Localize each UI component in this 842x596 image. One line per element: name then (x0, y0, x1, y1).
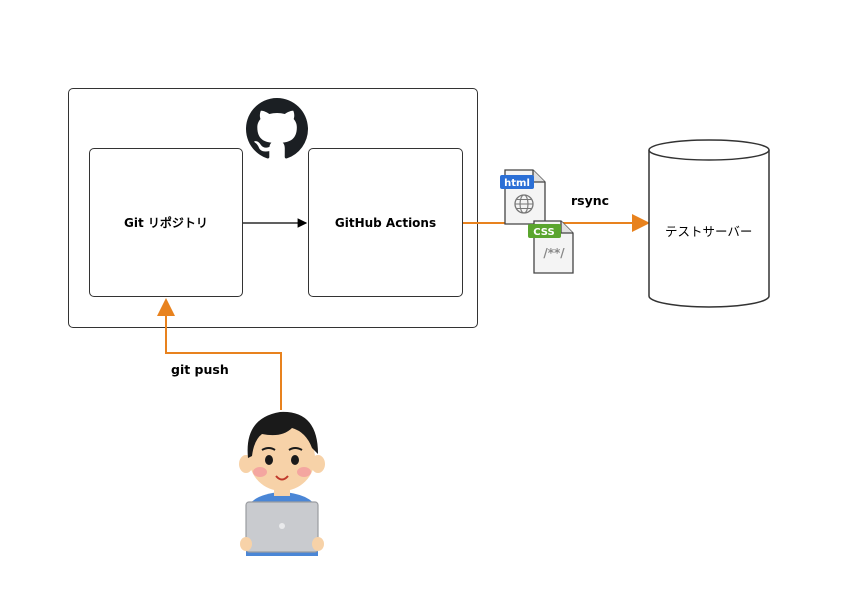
github-container (68, 88, 478, 328)
test-server-cylinder (648, 139, 770, 308)
github-actions-label: GitHub Actions (334, 215, 437, 230)
git-push-label: git push (171, 362, 229, 377)
css-comment-text: /**/ (543, 246, 565, 260)
html-file-icon: html (500, 169, 546, 225)
rsync-label: rsync (571, 193, 610, 208)
git-repository-label: Git リポジトリ (124, 216, 208, 230)
github-actions-node: GitHub Actions (308, 148, 463, 297)
css-file-icon: CSS /**/ (528, 220, 574, 274)
github-logo-icon (246, 98, 308, 159)
git-repository-node: Git リポジトリ (89, 148, 243, 297)
developer-with-laptop-illustration (239, 411, 325, 556)
html-tag-text: html (504, 178, 530, 189)
test-server-label: テストサーバー (665, 224, 753, 239)
css-tag-text: CSS (533, 227, 554, 238)
git-push-arrow (157, 298, 282, 410)
